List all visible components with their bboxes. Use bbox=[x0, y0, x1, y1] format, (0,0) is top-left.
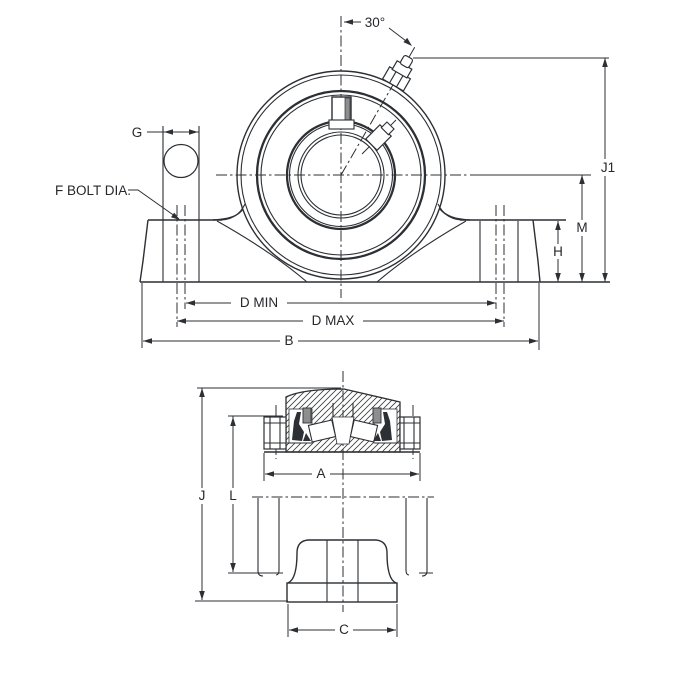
dimension-d-max: D MAX bbox=[177, 313, 504, 328]
collar-right bbox=[399, 416, 421, 450]
bearing-section bbox=[263, 388, 421, 453]
dimension-l: L bbox=[225, 415, 433, 574]
dimension-b: B bbox=[141, 283, 540, 350]
c-label: C bbox=[339, 622, 349, 637]
d-max-label: D MAX bbox=[312, 313, 355, 328]
housing-outline bbox=[139, 203, 610, 283]
l-label: L bbox=[229, 488, 237, 503]
j-label: J bbox=[199, 488, 206, 503]
h-label: H bbox=[553, 244, 563, 259]
dimension-h: H bbox=[550, 221, 566, 282]
dimension-d-min: D MIN bbox=[186, 295, 496, 310]
dimension-a: A bbox=[263, 453, 421, 482]
a-label: A bbox=[316, 466, 325, 481]
j1-label: J1 bbox=[601, 160, 615, 175]
grease-fitting-icon bbox=[381, 55, 414, 92]
dimension-m: M bbox=[470, 174, 591, 282]
m-label: M bbox=[576, 220, 587, 235]
b-label: B bbox=[284, 333, 293, 348]
dimension-g: G bbox=[132, 125, 199, 140]
front-view: 30° G F BOLT DIA. J1 bbox=[55, 15, 621, 350]
roller-left bbox=[307, 419, 337, 443]
g-label: G bbox=[132, 125, 143, 140]
dimension-angle-30: 30° bbox=[344, 15, 412, 46]
bolt-slots bbox=[162, 126, 519, 327]
dimension-f-bolt: F BOLT DIA. bbox=[55, 183, 180, 220]
setscrew bbox=[364, 121, 395, 152]
collar-left bbox=[263, 416, 287, 450]
side-view: A J L bbox=[194, 371, 434, 638]
roller-right bbox=[349, 419, 379, 443]
dimension-j: J bbox=[194, 387, 341, 602]
f-bolt-label: F BOLT DIA. bbox=[55, 183, 131, 198]
d-min-label: D MIN bbox=[240, 295, 278, 310]
dimension-j1: J1 bbox=[413, 57, 621, 282]
angle-label: 30° bbox=[365, 15, 385, 30]
dimension-c: C bbox=[287, 604, 398, 638]
locking-slot bbox=[328, 96, 355, 130]
